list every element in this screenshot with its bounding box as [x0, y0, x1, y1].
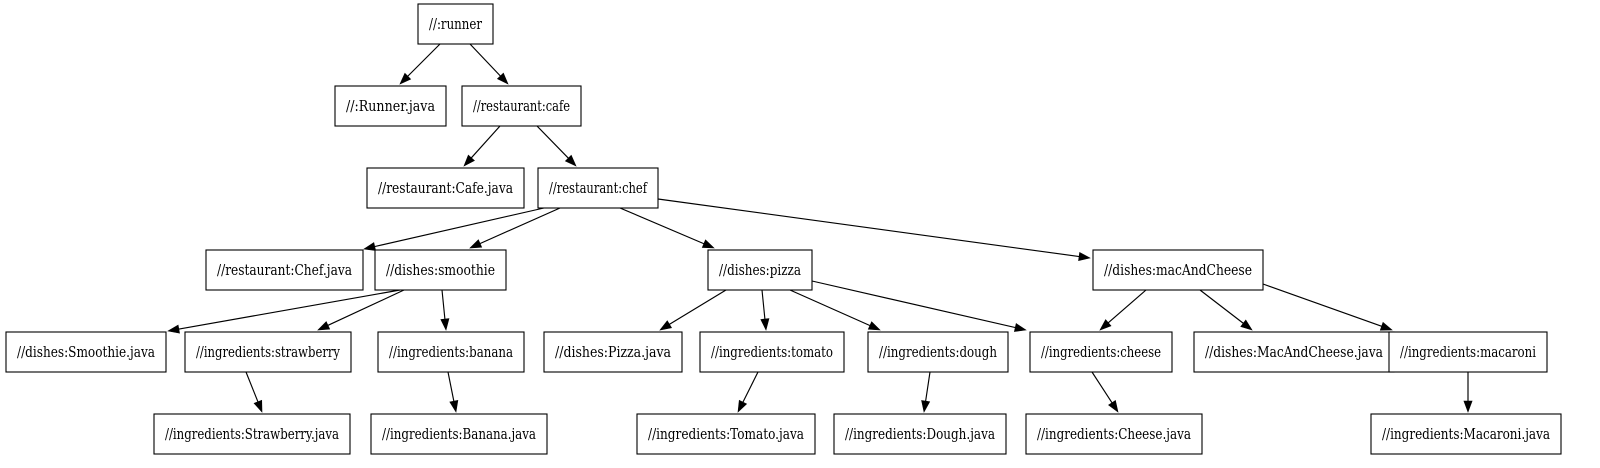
graph-edge: [167, 289, 401, 334]
graph-node-label: //ingredients:Cheese.java: [1037, 427, 1191, 443]
graph-node-label: //ingredients:tomato: [711, 345, 833, 361]
graph-edge: [657, 198, 1091, 261]
graph-node-label: //ingredients:Dough.java: [845, 427, 995, 443]
graph-node-label: //dishes:Pizza.java: [555, 345, 671, 361]
graph-edge: [1099, 289, 1147, 331]
graph-node-dough-java[interactable]: //ingredients:Dough.java: [833, 413, 1007, 455]
graph-edge: [447, 371, 459, 413]
graph-node-label: //ingredients:dough: [879, 345, 997, 361]
graph-edge: [737, 371, 759, 413]
graph-edges-layer: [167, 43, 1473, 413]
graph-node-chef-java[interactable]: //restaurant:Chef.java: [205, 249, 364, 291]
graph-edge: [440, 289, 450, 331]
graph-node-label: //restaurant:Cafe.java: [378, 181, 513, 197]
graph-node-runner[interactable]: //:runner: [417, 3, 494, 45]
graph-node-label: //ingredients:Tomato.java: [648, 427, 804, 443]
graph-node-macaroni-java[interactable]: //ingredients:Macaroni.java: [1370, 413, 1562, 455]
graph-node-ing-macaroni[interactable]: //ingredients:macaroni: [1388, 331, 1548, 373]
graph-edge: [399, 43, 441, 85]
graph-edge: [536, 125, 577, 167]
graph-node-label: //dishes:macAndCheese: [1104, 263, 1252, 279]
graph-node-label: //ingredients:banana: [389, 345, 513, 361]
graph-node-runner-java[interactable]: //:Runner.java: [334, 85, 447, 127]
graph-node-ing-banana[interactable]: //ingredients:banana: [377, 331, 525, 373]
graph-edge: [1463, 372, 1473, 413]
graph-node-label: //ingredients:macaroni: [1400, 345, 1536, 361]
graph-node-strawberry-java[interactable]: //ingredients:Strawberry.java: [153, 413, 351, 455]
graph-node-label: //ingredients:strawberry: [196, 345, 341, 361]
graph-edge: [921, 371, 931, 413]
graph-node-restaurant-chef[interactable]: //restaurant:chef: [537, 167, 659, 209]
graph-edge: [789, 289, 881, 331]
graph-node-label: //ingredients:Macaroni.java: [1382, 427, 1550, 443]
graph-node-dishes-smoothie[interactable]: //dishes:smoothie: [374, 249, 507, 291]
graph-node-label: //dishes:Smoothie.java: [17, 345, 155, 361]
graph-node-pizza-java[interactable]: //dishes:Pizza.java: [543, 331, 683, 373]
graph-node-smoothie-java[interactable]: //dishes:Smoothie.java: [5, 331, 167, 373]
graph-node-label: //dishes:MacAndCheese.java: [1205, 345, 1383, 361]
graph-node-cafe-java[interactable]: //restaurant:Cafe.java: [366, 167, 525, 209]
graph-node-label: //:runner: [429, 17, 482, 33]
graph-edge: [245, 371, 263, 413]
graph-edge: [469, 43, 509, 85]
graph-node-label: //ingredients:cheese: [1041, 345, 1161, 361]
graph-node-label: //:Runner.java: [346, 99, 435, 115]
graph-node-label: //ingredients:Strawberry.java: [165, 427, 339, 443]
graph-node-banana-java[interactable]: //ingredients:Banana.java: [370, 413, 548, 455]
graph-node-dishes-macandch[interactable]: //dishes:macAndCheese: [1092, 249, 1264, 291]
graph-node-cheese-java[interactable]: //ingredients:Cheese.java: [1025, 413, 1203, 455]
graph-nodes-layer: //:runner //:Runner.java //restaurant:cafe…: [5, 3, 1562, 455]
graph-edge: [317, 289, 405, 331]
graph-node-label: //restaurant:Chef.java: [217, 263, 352, 279]
graph-edge: [1199, 289, 1253, 331]
graph-edge: [363, 207, 545, 251]
graph-node-ing-strawberry[interactable]: //ingredients:strawberry: [184, 331, 352, 373]
graph-node-label: //ingredients:Banana.java: [382, 427, 536, 443]
graph-node-ing-tomato[interactable]: //ingredients:tomato: [699, 331, 845, 373]
graph-node-label: //restaurant:cafe: [473, 99, 570, 115]
graph-node-macandcheese-java[interactable]: //dishes:MacAndCheese.java: [1193, 331, 1395, 373]
graph-node-label: //dishes:smoothie: [386, 263, 495, 279]
graph-edge: [1262, 283, 1393, 331]
graph-edge: [619, 207, 715, 249]
graph-edge: [811, 280, 1027, 332]
graph-node-ing-dough[interactable]: //ingredients:dough: [867, 331, 1009, 373]
graph-node-ing-cheese[interactable]: //ingredients:cheese: [1029, 331, 1173, 373]
graph-edge: [1091, 371, 1119, 413]
graph-node-label: //restaurant:chef: [549, 181, 648, 197]
graph-edge: [463, 125, 501, 167]
graph-edge: [760, 289, 770, 331]
graph-node-restaurant-cafe[interactable]: //restaurant:cafe: [461, 85, 582, 127]
graph-node-dishes-pizza[interactable]: //dishes:pizza: [707, 249, 813, 291]
graph-node-label: //dishes:pizza: [719, 263, 801, 279]
graph-edge: [659, 289, 727, 331]
graph-node-tomato-java[interactable]: //ingredients:Tomato.java: [636, 413, 816, 455]
graph-edge: [469, 207, 561, 249]
